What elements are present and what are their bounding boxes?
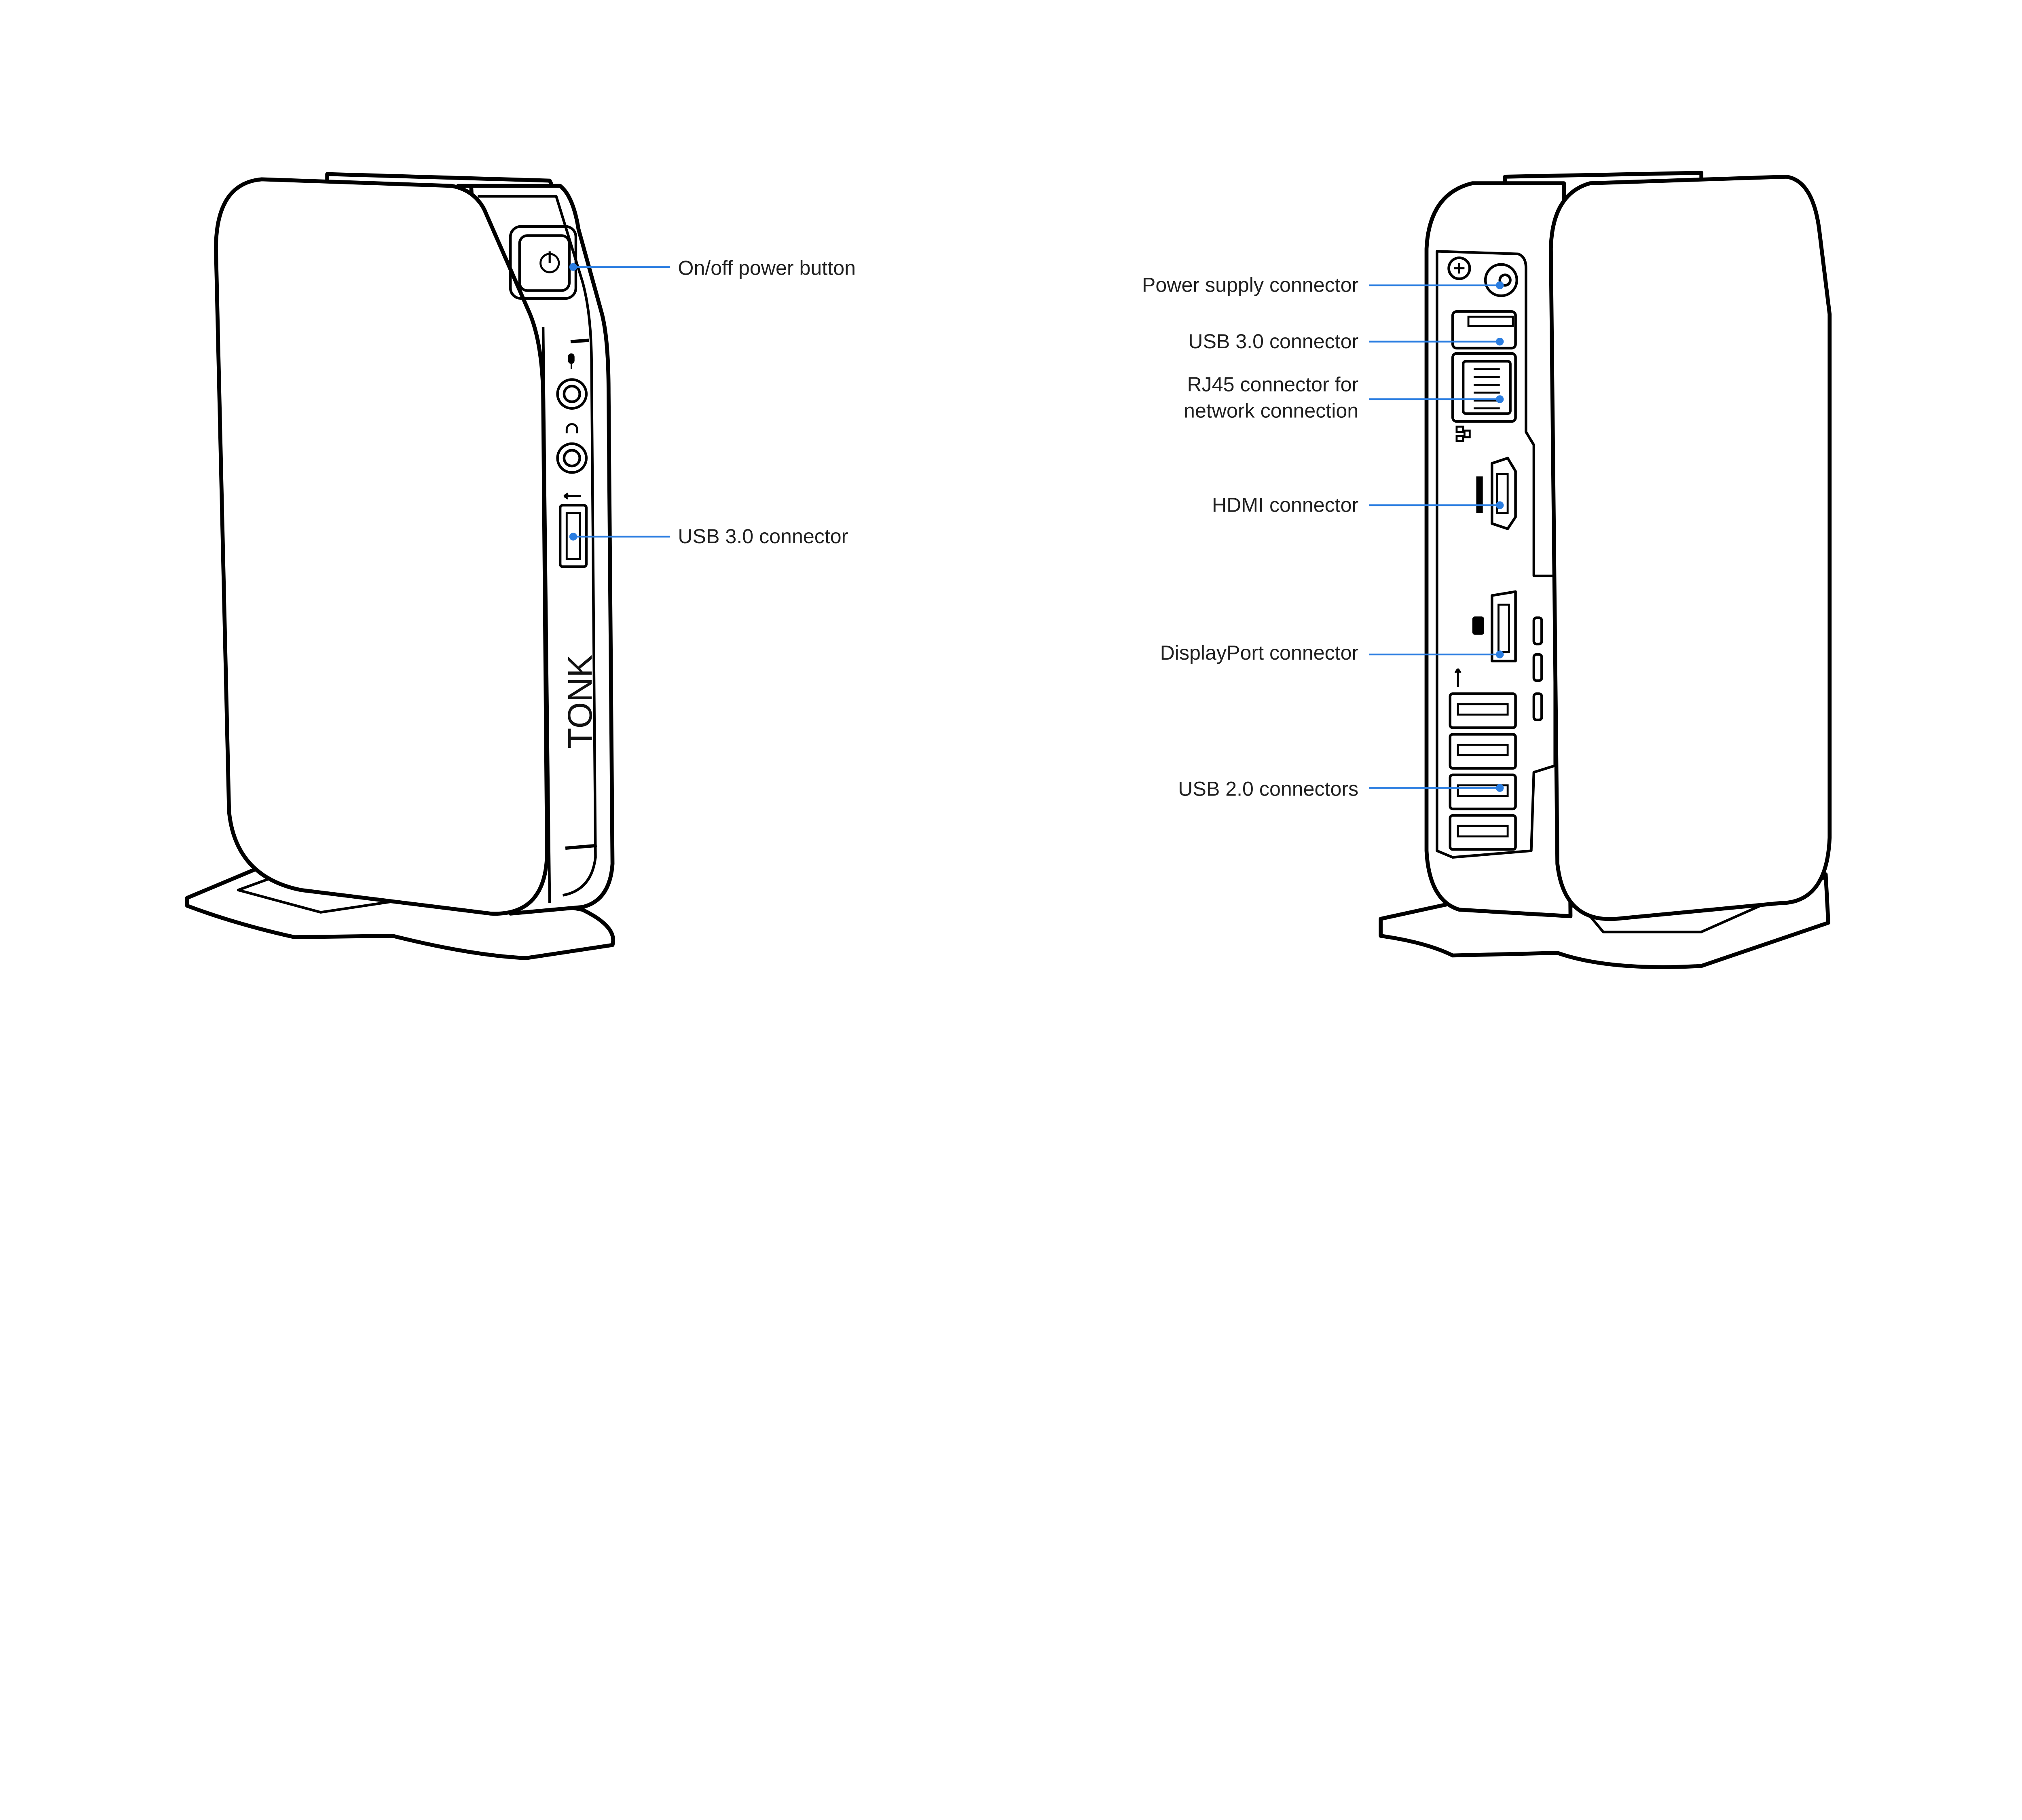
callout-rear-usb3: USB 3.0 connector (1188, 330, 1504, 353)
power-button-bezel (509, 225, 577, 300)
svg-text:On/off power button: On/off power button (678, 257, 856, 279)
callout-displayport: DisplayPort connector (1160, 641, 1504, 664)
power-supply-port[interactable] (1447, 256, 1519, 297)
rear-usb3-port[interactable] (1451, 310, 1517, 350)
microphone-jack[interactable] (556, 353, 588, 410)
vent-slots (1532, 616, 1543, 722)
headphone-icon (565, 423, 578, 434)
callout-front-usb: USB 3.0 connector (569, 525, 848, 548)
usb-icon (1454, 668, 1462, 688)
displayport-port[interactable] (1472, 590, 1517, 662)
usb2-ports[interactable] (1449, 692, 1517, 851)
front-device-illustration: TONK (185, 172, 615, 960)
plus-icon (1447, 256, 1471, 280)
svg-text:USB 2.0 connectors: USB 2.0 connectors (1178, 778, 1358, 800)
svg-text:Power supply connector: Power supply connector (1142, 274, 1358, 296)
svg-text:USB 3.0 connector: USB 3.0 connector (1188, 330, 1358, 353)
svg-text:DisplayPort connector: DisplayPort connector (1160, 641, 1359, 664)
microphone-icon (568, 353, 575, 369)
callout-power-supply: Power supply connector (1142, 274, 1504, 296)
rear-device-illustration (1379, 171, 1832, 969)
rj45-port[interactable] (1451, 352, 1517, 423)
rear-body (1549, 175, 1832, 921)
svg-text:USB 3.0 connector: USB 3.0 connector (678, 525, 848, 548)
svg-text:RJ45 connector for: RJ45 connector for (1187, 373, 1358, 396)
rear-panel (1424, 181, 1573, 918)
tonk-logo: TONK (561, 655, 599, 749)
front-body (214, 177, 549, 916)
callout-rj45: RJ45 connector for network connection (1184, 373, 1504, 422)
svg-text:HDMI connector: HDMI connector (1212, 493, 1358, 516)
usb-icon (563, 493, 581, 500)
hdmi-port[interactable] (1476, 457, 1517, 530)
displayport-icon (1472, 616, 1484, 635)
callout-power-button: On/off power button (569, 257, 856, 279)
headphone-jack[interactable] (556, 423, 588, 474)
hdmi-icon (1476, 476, 1483, 513)
network-icon (1455, 425, 1471, 442)
callout-usb2: USB 2.0 connectors (1178, 778, 1504, 800)
svg-text:network connection: network connection (1184, 399, 1358, 422)
thin-client-diagram: TONK On/off power button USB 3.0 connect… (185, 171, 1832, 969)
callout-hdmi: HDMI connector (1212, 493, 1504, 516)
power-icon[interactable] (539, 251, 560, 273)
